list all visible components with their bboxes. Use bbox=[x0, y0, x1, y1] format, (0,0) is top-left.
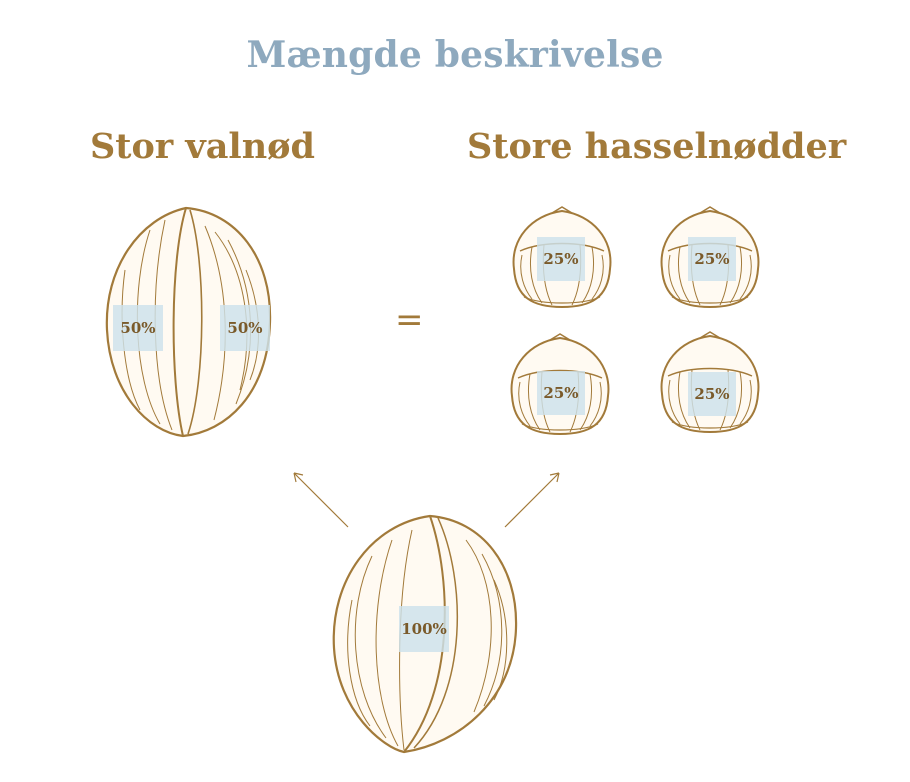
hazelnuts-heading: Store hasselnødder bbox=[467, 126, 847, 167]
equals-sign: = bbox=[395, 300, 424, 340]
hazelnut-label-4: 25% bbox=[688, 372, 736, 416]
hazelnut-label-2: 25% bbox=[688, 237, 736, 281]
walnut-half-label-right: 50% bbox=[220, 305, 270, 351]
page-title: Mængde beskrivelse bbox=[246, 34, 664, 76]
walnut-heading: Stor valnød bbox=[90, 126, 315, 167]
hazelnut-label-1: 25% bbox=[537, 237, 585, 281]
arrows bbox=[293, 472, 560, 528]
whole-walnut-label: 100% bbox=[399, 606, 449, 652]
hazelnut-label-3: 25% bbox=[537, 371, 585, 415]
walnut-split-drawing bbox=[105, 206, 272, 438]
walnut-half-label-left: 50% bbox=[113, 305, 163, 351]
